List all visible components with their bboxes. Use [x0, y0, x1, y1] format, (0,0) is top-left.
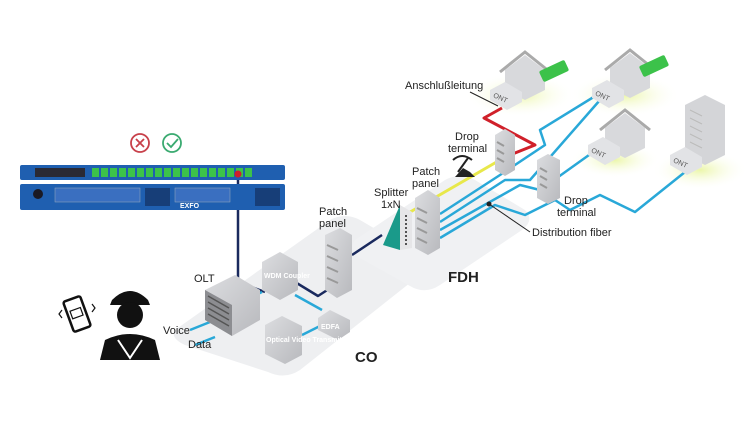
label-drop-terminal-1-line1: Drop	[455, 131, 479, 143]
house-1: ONT	[490, 50, 569, 110]
faulty-fiber	[482, 106, 537, 157]
splitter-device	[383, 205, 412, 250]
fiber-wdm-edfa	[294, 293, 323, 312]
ovt-label: Optical Video Transmitter	[266, 337, 351, 344]
meter-device	[539, 60, 569, 82]
distribution-fiber	[439, 167, 691, 240]
label-patch-panel-fdh-line1: Patch	[412, 166, 440, 178]
label-voice: Voice	[163, 325, 190, 337]
distribution-fiber	[439, 99, 601, 224]
co-patch-panel	[325, 228, 352, 298]
distribution-fiber	[439, 88, 606, 216]
label-data: Data	[188, 339, 212, 351]
feeder-fiber	[351, 233, 383, 257]
drop-terminal-2	[537, 154, 560, 204]
green-ports	[92, 168, 252, 177]
apartment-building: ONT	[670, 95, 725, 175]
label-patch-panel-co-line2: panel	[319, 218, 346, 230]
label-splitter-line1: Splitter	[374, 187, 409, 199]
phone-icon	[58, 295, 96, 333]
fiber-voice	[189, 320, 211, 332]
label-co: CO	[355, 349, 378, 366]
label-olt: OLT	[194, 273, 215, 285]
label-fdh: FDH	[448, 269, 479, 286]
distribution-pointer	[488, 203, 531, 233]
drop-terminal-1	[495, 129, 515, 176]
distribution-fiber	[439, 138, 611, 232]
fiber-data	[194, 335, 216, 347]
label-splitter-line2: 1xN	[381, 199, 401, 211]
label-patch-panel-co-line1: Patch	[319, 206, 347, 218]
olt-device	[205, 275, 260, 336]
wdm-coupler-label: WDM Coupler	[264, 273, 310, 280]
edfa-device: EDFA	[318, 310, 350, 340]
anschluss-pointer	[469, 91, 499, 107]
label-drop-terminal-2-line2: terminal	[557, 207, 596, 219]
label-distribution-fiber: Distribution fiber	[532, 227, 612, 239]
fdh-patch-panel	[415, 190, 440, 255]
label-drop-terminal-2-line1: Drop	[564, 195, 588, 207]
x-circle-icon	[130, 133, 150, 153]
wdm-coupler-device: WDM Coupler	[262, 252, 310, 300]
optical-video-transmitter-device: Optical Video Transmitter	[265, 316, 351, 364]
house-3: ONT	[588, 108, 651, 165]
label-anschlussleitung: Anschlußleitung	[405, 80, 483, 92]
exfo-rack: EXFO	[20, 165, 285, 210]
envelope-icon	[69, 306, 84, 320]
pickaxe-icon	[452, 155, 475, 177]
check-circle-icon	[162, 133, 182, 153]
exfo-brand: EXFO	[180, 203, 200, 210]
meter-device	[639, 55, 669, 77]
house-2: ONT	[592, 48, 669, 108]
fault-marker	[234, 170, 242, 178]
label-drop-terminal-1-line2: terminal	[448, 143, 487, 155]
label-patch-panel-fdh-line2: panel	[412, 178, 439, 190]
worker-icon	[100, 291, 160, 360]
edfa-label: EDFA	[321, 324, 340, 331]
